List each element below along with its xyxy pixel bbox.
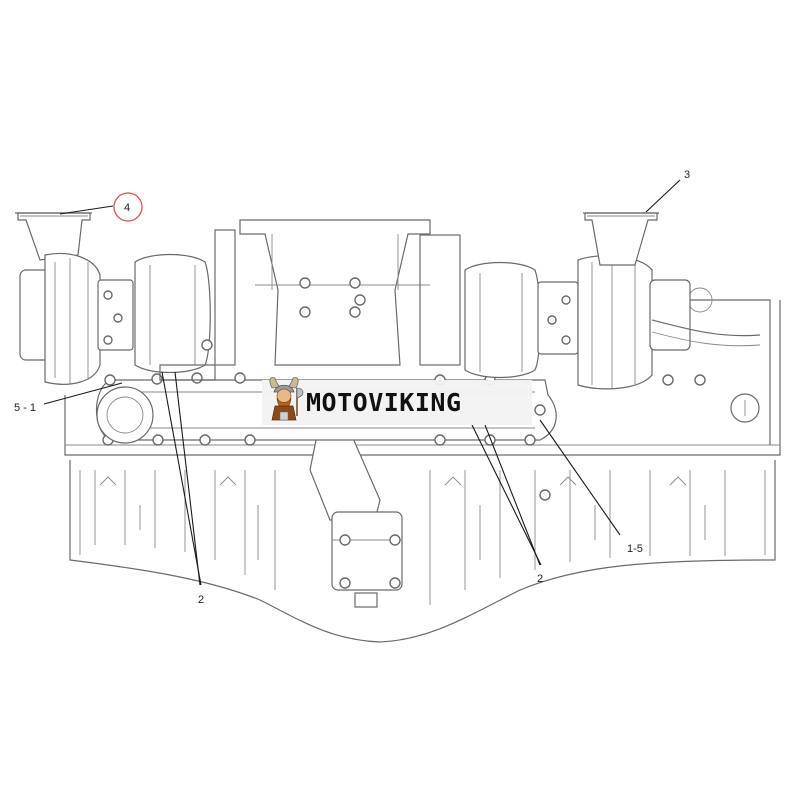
callout-1-5: 1-5 [627, 543, 643, 555]
watermark-banner: MOTOVIKING [262, 377, 532, 425]
callout-3: 3 [684, 169, 690, 181]
left-turbocharger [15, 212, 216, 385]
callout-2-left: 2 [198, 594, 204, 606]
viking-mascot-icon [269, 377, 304, 421]
right-turbocharger [464, 212, 761, 390]
engine-block [64, 287, 781, 643]
callout-4-circle [113, 192, 143, 222]
center-intake-housing [214, 219, 461, 366]
callout-5-1: 5 - 1 [14, 402, 36, 414]
callout-4: 4 [124, 202, 130, 214]
callout-leaders [43, 179, 681, 586]
block-ribs [94, 470, 726, 605]
exhaust-elbow [309, 419, 403, 608]
manifold-bolts [102, 294, 706, 501]
watermark-text: MOTOVIKING [306, 388, 462, 417]
callout-2-right: 2 [537, 573, 543, 585]
callout-labels: 4 3 5 - 1 2 2 1-5 [14, 169, 690, 606]
